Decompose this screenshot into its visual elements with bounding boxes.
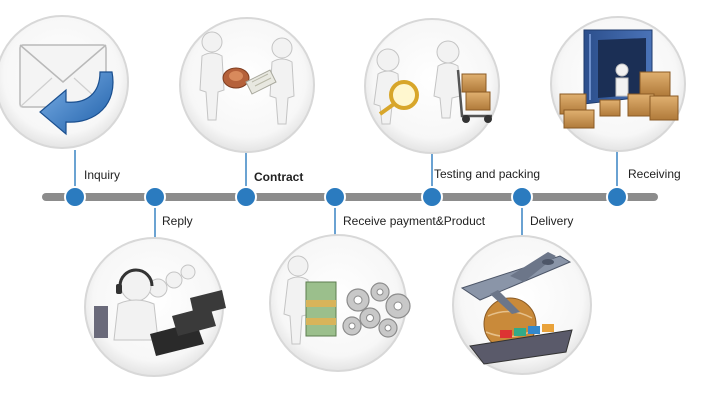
money-gears-icon (269, 234, 411, 372)
magnifier-hand-truck-icon (364, 18, 500, 154)
handshake-contract-icon (179, 17, 315, 153)
node-receiving (606, 186, 628, 208)
plane-ship-globe-icon (452, 235, 592, 375)
node-testing (421, 186, 443, 208)
step-label-delivery: Delivery (530, 214, 574, 228)
node-inquiry (64, 186, 86, 208)
node-delivery (511, 186, 533, 208)
step-label-inquiry: Inquiry (84, 168, 121, 182)
step-label-contract: Contract (254, 170, 304, 184)
step-label-receive-payment-product: Receive payment&Product (343, 214, 486, 228)
step-label-testing-packing: Testing and packing (434, 167, 541, 181)
node-contract (235, 186, 257, 208)
envelope-reply-icon (0, 15, 129, 149)
node-payment (324, 186, 346, 208)
call-center-icon (84, 237, 226, 377)
step-label-reply: Reply (162, 214, 193, 228)
timeline-nodes (64, 186, 628, 208)
node-reply (144, 186, 166, 208)
container-boxes-icon (550, 16, 686, 152)
step-label-receiving: Receiving (628, 167, 681, 181)
